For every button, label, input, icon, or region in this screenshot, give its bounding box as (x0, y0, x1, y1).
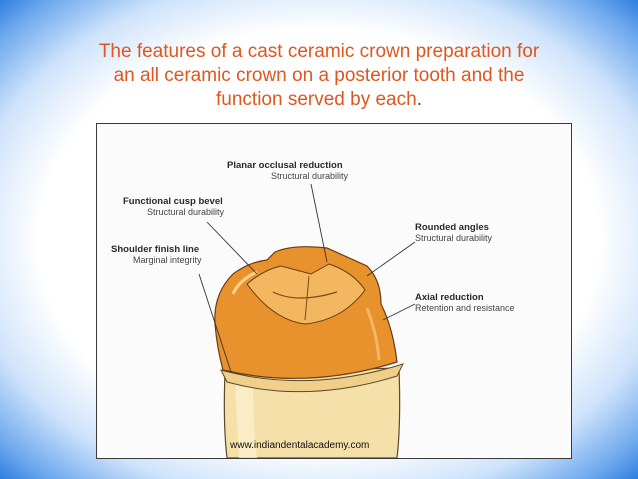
title-line-3-text: function served by each (216, 89, 417, 110)
label-shoulder-finish-line: Shoulder finish line Marginal integrity (111, 244, 202, 266)
source-url: www.indiandentalacademy.com (230, 440, 370, 451)
label-functional-cusp-bevel: Functional cusp bevel Structural durabil… (123, 196, 224, 218)
title-line-1: The features of a cast ceramic crown pre… (98, 41, 540, 62)
label-subtitle: Structural durability (271, 171, 349, 181)
axial-highlight (365, 307, 381, 361)
occlusal-groove (272, 291, 338, 299)
occlusal-ridge (304, 275, 310, 321)
label-axial-reduction: Axial reduction Retention and resistance (415, 292, 515, 314)
leader-planar (310, 183, 328, 263)
leader-rounded (366, 241, 416, 277)
label-title: Functional cusp bevel (123, 196, 223, 207)
label-rounded-angles: Rounded angles Structural durability (415, 222, 492, 244)
label-planar-occlusal-reduction: Planar occlusal reduction Structural dur… (227, 160, 348, 182)
shoulder-ledge (220, 363, 404, 393)
label-subtitle: Structural durability (415, 233, 493, 243)
label-subtitle: Marginal integrity (133, 255, 202, 265)
leader-bevel (206, 221, 258, 275)
bevel-highlight (231, 270, 258, 295)
label-title: Rounded angles (415, 222, 489, 233)
title-line-3: function served by each. (20, 88, 618, 112)
slide-title: The features of a cast ceramic crown pre… (20, 40, 618, 112)
title-line-2: an all ceramic crown on a posterior toot… (113, 65, 525, 86)
tooth-preparation-figure: Planar occlusal reduction Structural dur… (96, 123, 572, 459)
tooth-illustration (198, 183, 416, 458)
title-period: . (416, 89, 422, 110)
leader-axial (382, 303, 416, 321)
label-title: Shoulder finish line (111, 244, 200, 255)
label-subtitle: Retention and resistance (415, 303, 515, 313)
occlusal-surface (246, 263, 366, 325)
leader-shoulder (198, 273, 232, 373)
root-shading (235, 384, 257, 458)
label-subtitle: Structural durability (147, 207, 225, 217)
tooth-root (223, 367, 401, 458)
label-title: Axial reduction (415, 292, 484, 303)
label-title: Planar occlusal reduction (227, 160, 343, 171)
